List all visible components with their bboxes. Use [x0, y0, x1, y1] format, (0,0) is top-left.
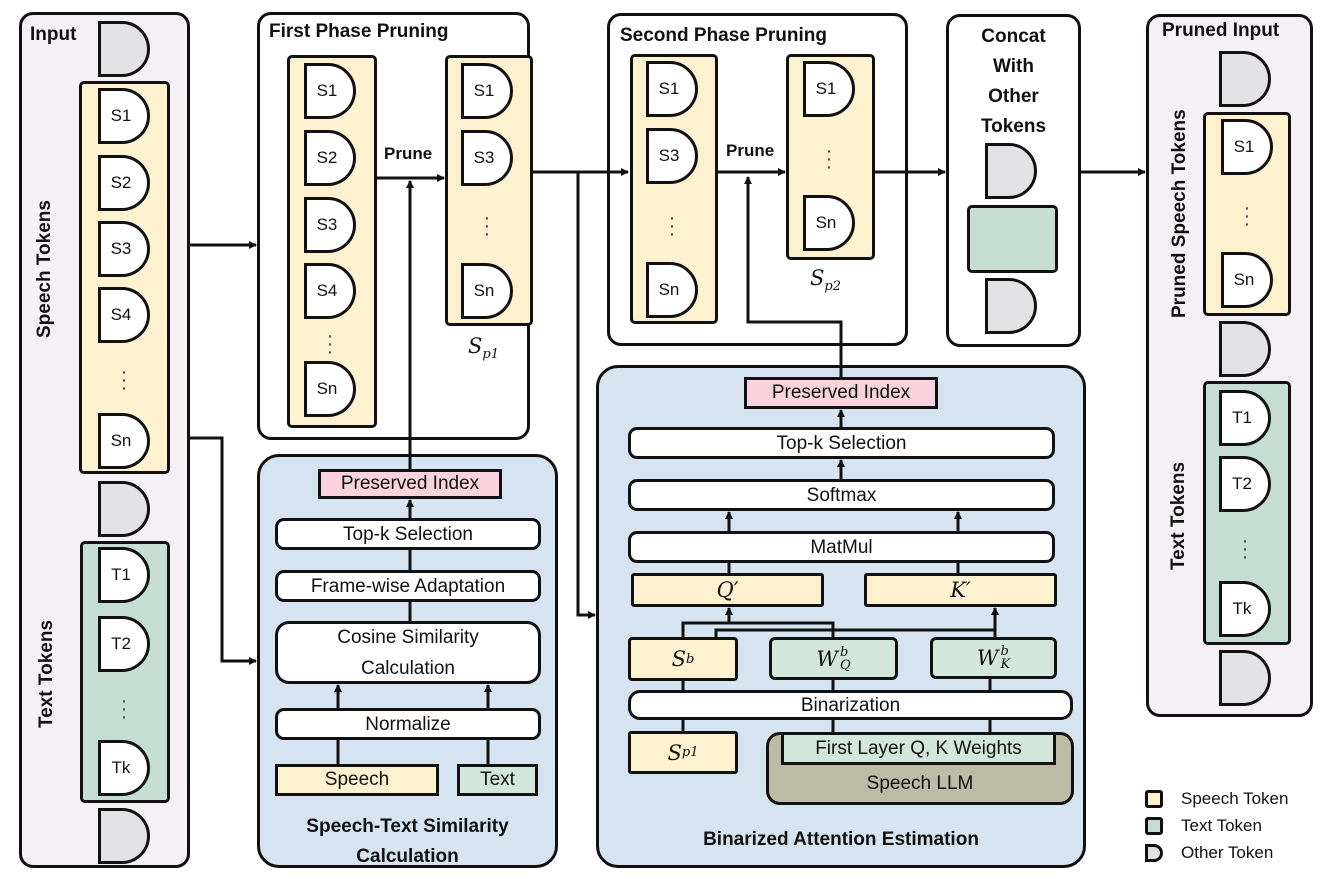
- text-token-block: [967, 205, 1058, 273]
- speech-input-box: Speech: [275, 764, 439, 796]
- matmul-box: MatMul: [628, 531, 1055, 563]
- speech-token: S1: [1221, 119, 1273, 175]
- ellipsis: ···: [825, 140, 833, 178]
- softmax-box: Softmax: [628, 479, 1055, 511]
- k-prime-box: K′: [864, 573, 1057, 607]
- speech-token: S3: [98, 221, 150, 277]
- similarity-caption: Speech-Text Similarity Calculation: [306, 816, 509, 867]
- other-token-icon: [1145, 843, 1163, 862]
- arrow: [576, 172, 596, 619]
- other-token: [985, 143, 1037, 199]
- legend-item-text: Text Token: [1145, 812, 1288, 839]
- speech-token: S1: [803, 61, 855, 117]
- speech-token: Sn: [304, 361, 356, 417]
- speech-token: S1: [461, 63, 513, 119]
- speech-token: Sn: [1221, 252, 1273, 308]
- pruned-input-title: Pruned Input: [1162, 20, 1280, 41]
- speech-llm-label: Speech LLM: [866, 773, 974, 794]
- sp1-label: Sp1: [468, 334, 499, 363]
- speech-token: Sn: [98, 413, 150, 469]
- speech-token: S4: [98, 287, 150, 343]
- text-token: Tk: [1219, 581, 1271, 637]
- speech-token: S2: [98, 155, 150, 211]
- text-tokens-label: Text Tokens: [36, 619, 57, 729]
- other-token: [98, 21, 150, 77]
- first-phase-title: First Phase Pruning: [269, 21, 449, 42]
- framewise-adaptation-box: Frame-wise Adaptation: [275, 570, 541, 602]
- speech-token-group: [79, 81, 170, 474]
- sp2-label: Sp2: [810, 266, 841, 295]
- speech-token: S4: [304, 263, 356, 319]
- speech-token: S3: [646, 128, 698, 184]
- other-token: [98, 481, 150, 537]
- pruned-speech-tokens-label: Pruned Speech Tokens: [1169, 109, 1190, 318]
- q-prime-box: Q′: [631, 573, 824, 607]
- speech-token: S3: [461, 130, 513, 186]
- input-title: Input: [30, 24, 77, 45]
- ellipsis: ···: [668, 207, 676, 245]
- concat-title: Concat With Other Tokens: [980, 26, 1047, 137]
- text-input-box: Text: [457, 764, 538, 796]
- text-token: T1: [98, 547, 150, 603]
- other-token: [98, 808, 150, 864]
- cosine-similarity-box: Cosine Similarity Calculation: [275, 621, 541, 684]
- ellipsis: ···: [1243, 197, 1251, 235]
- normalize-box: Normalize: [275, 708, 541, 740]
- arrow: [190, 436, 257, 665]
- first-layer-weights-box: First Layer Q, K Weights: [781, 732, 1056, 765]
- ellipsis: ···: [120, 690, 128, 728]
- topk-selection-box: Top-k Selection: [275, 518, 541, 550]
- prune-label: Prune: [726, 141, 775, 160]
- second-phase-title: Second Phase Pruning: [620, 25, 827, 46]
- ellipsis: ···: [326, 325, 334, 363]
- speech-token: S1: [98, 88, 150, 144]
- other-token: [1219, 650, 1271, 706]
- prune-label: Prune: [384, 144, 433, 163]
- ellipsis: ···: [1241, 530, 1249, 568]
- topk-selection-box: Top-k Selection: [628, 427, 1055, 459]
- ellipsis: ···: [120, 361, 128, 399]
- text-token: T1: [1219, 390, 1271, 446]
- text-tokens-label: Text Tokens: [1168, 461, 1189, 571]
- other-token: [985, 278, 1037, 334]
- legend: Speech Token Text Token Other Token: [1145, 785, 1288, 866]
- text-token: T2: [1219, 456, 1271, 512]
- text-token: T2: [98, 616, 150, 672]
- ellipsis: ···: [483, 207, 491, 245]
- text-token: Tk: [98, 740, 150, 796]
- speech-swatch-icon: [1145, 789, 1163, 808]
- text-swatch-icon: [1145, 816, 1163, 835]
- speech-token: S2: [304, 130, 356, 186]
- speech-token: S1: [646, 61, 698, 117]
- speech-token: Sn: [646, 262, 698, 318]
- other-token: [1219, 51, 1271, 107]
- binarization-box: Binarization: [628, 690, 1073, 720]
- preserved-index-box: Preserved Index: [744, 377, 938, 409]
- binarized-caption: Binarized Attention Estimation: [703, 829, 979, 850]
- legend-item-other: Other Token: [1145, 839, 1288, 866]
- speech-token: S1: [304, 63, 356, 119]
- speech-token: Sn: [461, 263, 513, 319]
- preserved-index-box: Preserved Index: [318, 469, 502, 499]
- other-token: [1219, 321, 1271, 377]
- speech-token: S3: [304, 197, 356, 253]
- legend-item-speech: Speech Token: [1145, 785, 1288, 812]
- speech-tokens-label: Speech Tokens: [34, 200, 55, 338]
